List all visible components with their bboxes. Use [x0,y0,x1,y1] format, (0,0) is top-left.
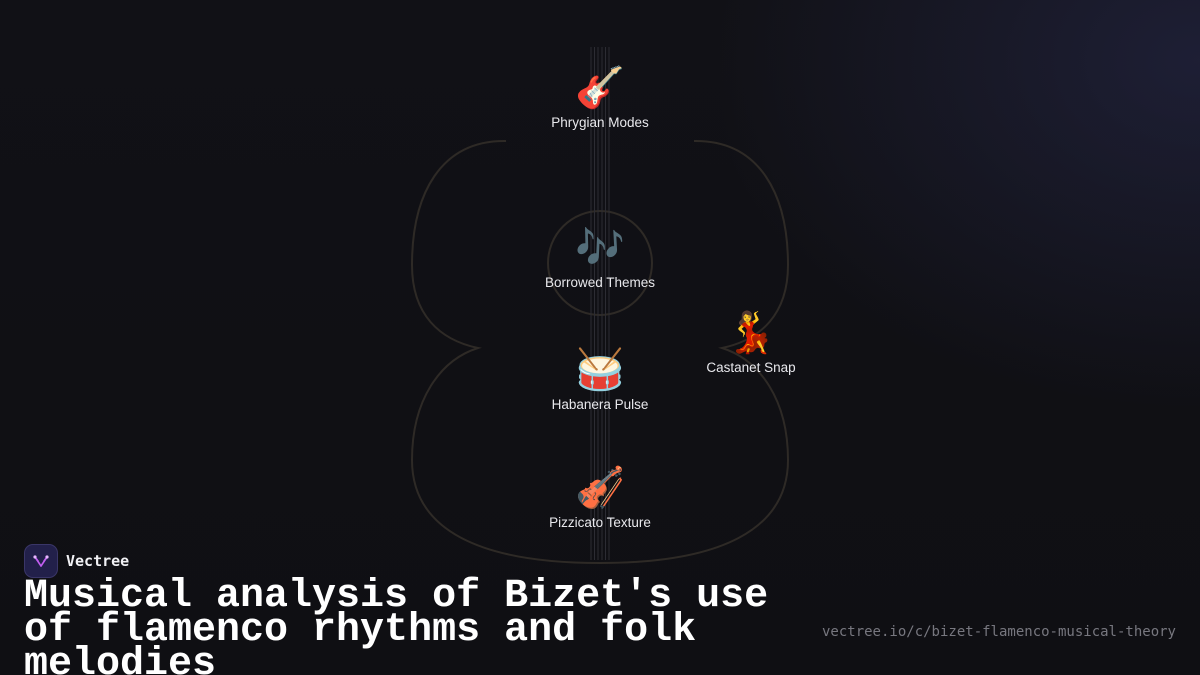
node-borrowed-themes: 🎶 Borrowed Themes [500,224,700,290]
node-label: Pizzicato Texture [549,515,651,530]
node-label: Habanera Pulse [551,397,649,412]
node-label: Castanet Snap [706,360,796,375]
music-notes-icon: 🎶 [575,225,625,271]
node-pizzicato-texture: 🎻 Pizzicato Texture [500,464,700,530]
sound-hole [547,210,653,316]
node-label: Borrowed Themes [544,275,656,290]
brand-name: Vectree [66,552,130,570]
guitar-strings [590,47,610,560]
vectree-logo-icon [24,544,58,578]
node-habanera-pulse: 🥁 Habanera Pulse [500,346,700,412]
node-label: Phrygian Modes [551,115,649,130]
page-title: Musical analysis of Bizet's use of flame… [24,574,769,675]
violin-icon: 🎻 [575,465,625,511]
guitar-body-outline [410,139,790,565]
drum-icon: 🥁 [575,347,625,393]
page-url[interactable]: vectree.io/c/bizet-flamenco-musical-theo… [821,624,1176,640]
brand: Vectree [24,544,129,578]
guitar-icon: 🎸 [575,65,625,111]
dancer-icon: 💃 [726,310,776,356]
node-castanet-snap: 💃 Castanet Snap [651,309,851,375]
node-phrygian-modes: 🎸 Phrygian Modes [500,64,700,130]
